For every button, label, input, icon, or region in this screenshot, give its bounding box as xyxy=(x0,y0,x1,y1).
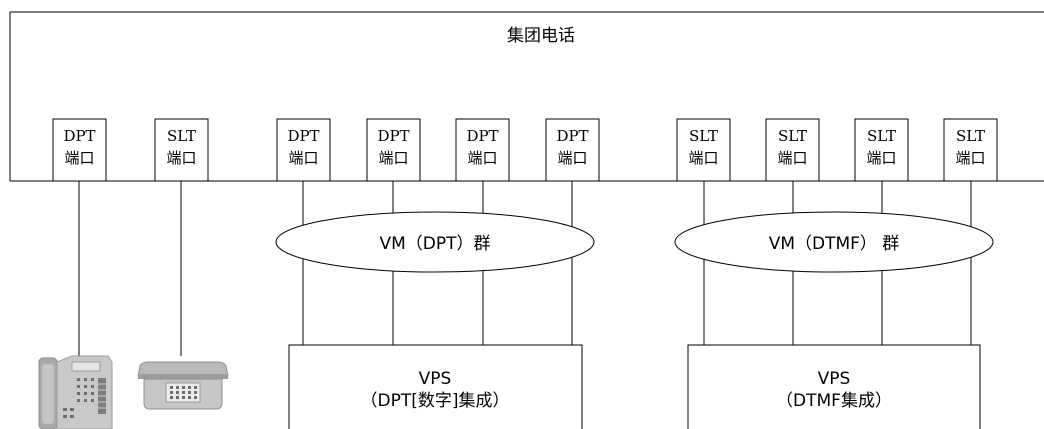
digital-phone-icon xyxy=(38,355,113,429)
port-type: SLT xyxy=(689,127,718,145)
port-6: DPT 端口 xyxy=(545,118,600,182)
pbx-title: 集团电话 xyxy=(507,26,575,46)
port-7: SLT 端口 xyxy=(676,118,731,182)
port-type: DPT xyxy=(556,127,588,145)
vps-dtmf: VPS （DTMF集成） xyxy=(687,344,981,429)
port-label: 端口 xyxy=(955,149,985,167)
port-2: SLT 端口 xyxy=(154,118,209,182)
vm-group-dpt: VM（DPT）群 xyxy=(275,211,595,273)
port-type: SLT xyxy=(867,127,896,145)
vps-dpt-title: VPS xyxy=(419,369,452,389)
port-label: 端口 xyxy=(64,149,94,167)
port-type: DPT xyxy=(466,127,498,145)
port-type: SLT xyxy=(778,127,807,145)
port-label: 端口 xyxy=(688,149,718,167)
port-label: 端口 xyxy=(378,149,408,167)
port-4: DPT 端口 xyxy=(366,118,421,182)
port-type: DPT xyxy=(63,127,95,145)
vps-dtmf-subtitle: （DTMF集成） xyxy=(776,391,892,411)
port-type: SLT xyxy=(167,127,196,145)
port-10: SLT 端口 xyxy=(943,118,998,182)
port-1: DPT 端口 xyxy=(52,118,107,182)
port-5: DPT 端口 xyxy=(455,118,510,182)
port-3: DPT 端口 xyxy=(276,118,331,182)
port-label: 端口 xyxy=(557,149,587,167)
vm-group-dtmf: VM（DTMF） 群 xyxy=(674,211,994,273)
port-type: DPT xyxy=(287,127,319,145)
vps-dpt-subtitle: （DPT[数字]集成） xyxy=(361,391,510,411)
vps-dtmf-title: VPS xyxy=(818,369,851,389)
port-8: SLT 端口 xyxy=(765,118,820,182)
vps-dpt: VPS （DPT[数字]集成） xyxy=(288,344,583,429)
port-label: 端口 xyxy=(166,149,196,167)
port-type: DPT xyxy=(377,127,409,145)
vm-group-dtmf-label: VM（DTMF） 群 xyxy=(769,234,900,254)
port-type: SLT xyxy=(956,127,985,145)
port-label: 端口 xyxy=(467,149,497,167)
port-label: 端口 xyxy=(777,149,807,167)
vm-group-dpt-label: VM（DPT）群 xyxy=(379,234,490,254)
analog-phone-icon xyxy=(137,361,229,410)
port-label: 端口 xyxy=(288,149,318,167)
port-9: SLT 端口 xyxy=(854,118,909,182)
port-label: 端口 xyxy=(866,149,896,167)
